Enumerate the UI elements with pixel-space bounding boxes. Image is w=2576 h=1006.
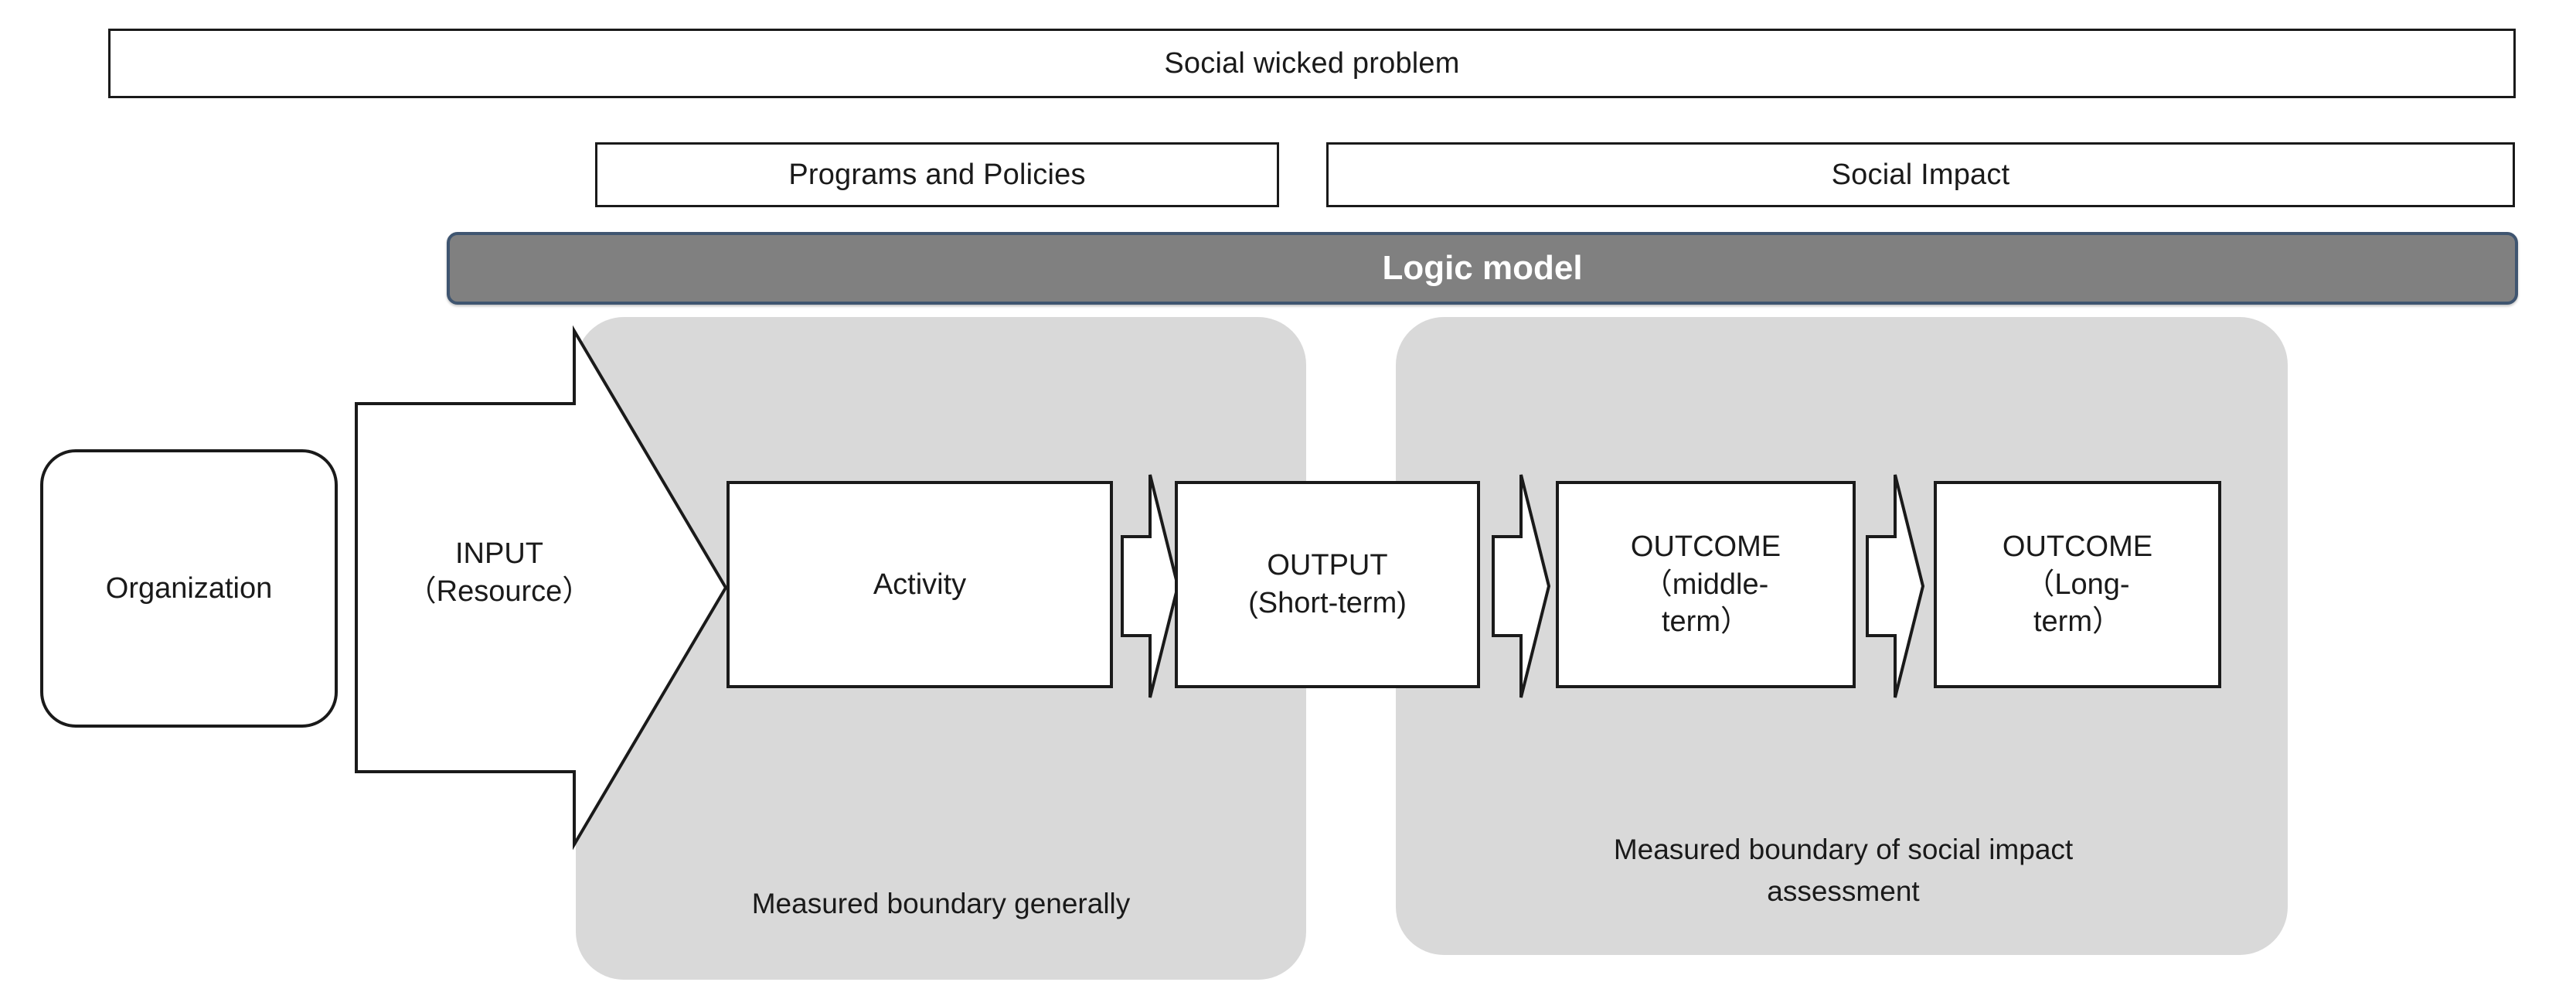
input-arrow-label: INPUT （Resource） xyxy=(407,537,592,609)
connector-arrow-activity-to-output xyxy=(1121,474,1180,698)
logic-model-bar: Logic model xyxy=(447,232,2518,305)
organization-box: Organization xyxy=(40,449,338,728)
boundary-social-impact-caption: Measured boundary of social impact asses… xyxy=(1613,834,2074,907)
stage-box-output: OUTPUT (Short-term) xyxy=(1175,481,1480,688)
stage-box-outcome-middle-term-label: OUTCOME （middle- term） xyxy=(1630,530,1781,639)
stage-box-outcome-long-term: OUTCOME （Long- term） xyxy=(1934,481,2221,688)
banner-programs-and-policies-label: Programs and Policies xyxy=(788,158,1086,191)
organization-label: Organization xyxy=(105,571,273,605)
stage-box-activity: Activity xyxy=(727,481,1113,688)
logic-model-bar-label: Logic model xyxy=(1382,249,1583,287)
stage-box-output-label: OUTPUT (Short-term) xyxy=(1248,549,1407,619)
banner-social-wicked-problem-label: Social wicked problem xyxy=(1164,46,1460,80)
banner-programs-and-policies: Programs and Policies xyxy=(595,142,1279,207)
banner-social-wicked-problem: Social wicked problem xyxy=(108,29,2516,98)
stage-box-outcome-middle-term: OUTCOME （middle- term） xyxy=(1556,481,1856,688)
stage-box-activity-label: Activity xyxy=(873,568,967,601)
banner-social-impact-label: Social Impact xyxy=(1831,158,2010,191)
input-arrow-shape xyxy=(355,325,728,851)
connector-arrow-outcome-middle-to-long xyxy=(1866,474,1925,698)
connector-arrow-output-to-outcome-middle xyxy=(1492,474,1551,698)
boundary-general-caption: Measured boundary generally xyxy=(751,888,1131,919)
stage-box-outcome-long-term-label: OUTCOME （Long- term） xyxy=(2002,530,2153,639)
banner-social-impact: Social Impact xyxy=(1326,142,2515,207)
